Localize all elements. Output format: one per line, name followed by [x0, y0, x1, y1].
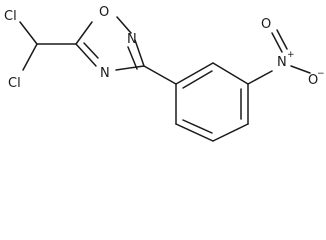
bond-n4-c5 — [75, 43, 97, 67]
atom-nitro-o-right: O — [308, 73, 318, 88]
bond-benzene-5 — [175, 123, 214, 142]
bond-benzene-4 — [212, 123, 249, 142]
charge-nitro-n: + — [287, 50, 295, 60]
bond-benzene-1-inner — [182, 70, 213, 89]
bond-nitro-o-top — [271, 32, 283, 53]
bond-n2-c3-double — [127, 46, 138, 70]
atom-cl-lower: Cl — [8, 76, 21, 91]
bond-benzene-5-inner — [182, 119, 213, 134]
bond-nitro-o-top-double — [276, 29, 288, 50]
bond-benzene-1 — [175, 62, 214, 85]
atom-nitro-n: N — [277, 55, 287, 70]
molecule-diagram: Cl Cl O N N N + O O − — [4, 5, 325, 142]
structure-figure: Cl Cl O N N N + O O − — [4, 5, 325, 142]
atom-ring-oxygen: O — [99, 5, 109, 20]
bond-ch-cl-upper — [19, 21, 38, 45]
bond-c5-o1 — [75, 21, 93, 45]
bond-o1-n2 — [116, 16, 132, 34]
bond-benzene-2 — [212, 62, 249, 85]
bond-aryl-nitro — [247, 70, 273, 85]
atom-cl-upper: Cl — [4, 9, 17, 24]
bond-c3-aryl — [143, 65, 177, 85]
bond-ch-cl-lower — [22, 43, 38, 71]
bond-n2-c3 — [134, 39, 145, 67]
atom-ring-n2: N — [127, 32, 137, 47]
charge-nitro-o-right: − — [317, 69, 325, 79]
bond-n4-c5-double — [83, 42, 99, 59]
bond-c3-n4 — [115, 65, 145, 71]
atom-ring-n4: N — [100, 66, 110, 81]
bond-nitro-o-right — [290, 65, 311, 74]
atom-nitro-o-top: O — [261, 17, 271, 32]
